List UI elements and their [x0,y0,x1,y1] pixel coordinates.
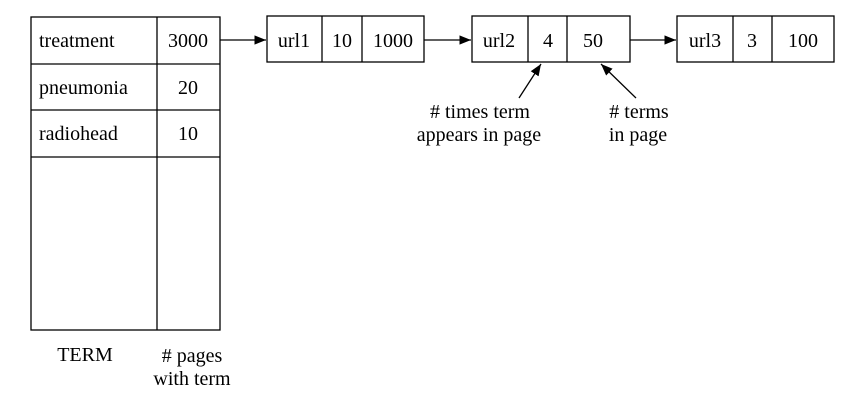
page-count-cell: 3000 [168,30,208,52]
posting-node: url1 10 1000 [266,15,425,63]
posting-node: url3 3 100 [676,15,835,63]
term-table: treatment 3000 pneumonia 20 radiohead 10 [30,16,221,331]
posting-term-count: 3 [747,30,757,52]
posting-term-count: 4 [543,30,553,52]
term-table-frame [30,16,221,331]
page-count-cell: 10 [178,123,198,145]
posting-page-terms: 100 [788,30,818,52]
posting-node-frame [676,15,835,63]
posting-node-frame [471,15,631,63]
times-term-annotation-line1: # times term [430,101,530,123]
posting-url: url2 [483,30,515,52]
posting-term-count: 10 [332,30,352,52]
annotation-arrow [518,63,542,99]
term-cell: pneumonia [39,77,128,99]
term-cell: radiohead [39,123,118,145]
term-column-caption: TERM [57,344,113,366]
annotation-arrow [600,63,637,99]
posting-url: url3 [689,30,721,52]
posting-url: url1 [278,30,310,52]
posting-page-terms: 1000 [373,30,413,52]
term-cell: treatment [39,30,115,52]
terms-in-page-annotation-line2: in page [609,124,667,146]
posting-node: url2 4 50 [471,15,631,63]
page-count-cell: 20 [178,77,198,99]
pages-column-caption-line2: with term [153,368,231,390]
times-term-annotation-line2: appears in page [417,124,542,146]
posting-node-frame [266,15,425,63]
pages-column-caption-line1: # pages [162,345,223,367]
posting-page-terms: 50 [583,30,603,52]
terms-in-page-annotation-line1: # terms [609,101,669,123]
